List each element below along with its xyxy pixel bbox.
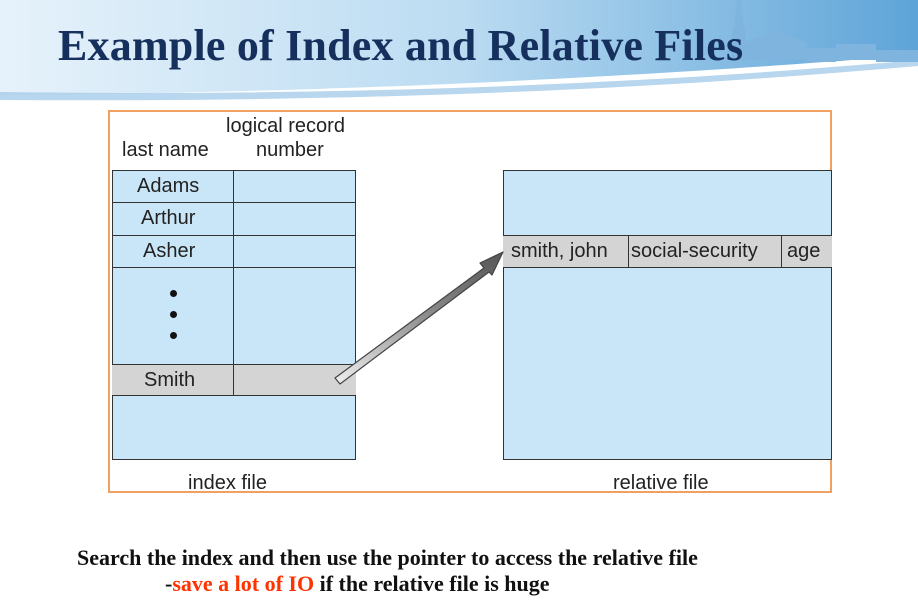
relative-file-caption: relative file — [613, 472, 709, 494]
relative-field-divider — [781, 235, 782, 268]
description-line-1: Search the index and then use the pointe… — [77, 545, 698, 570]
relative-field-social-security: social-security — [631, 240, 758, 262]
index-entry-adams: Adams — [137, 175, 200, 197]
index-entry-smith: Smith — [144, 369, 196, 391]
index-file-caption: index file — [188, 472, 267, 494]
relative-field-divider — [628, 235, 629, 268]
index-entry-arthur: Arthur — [141, 207, 196, 229]
index-header-last-name: last name — [122, 139, 209, 161]
description-dash: - — [165, 571, 173, 596]
church-silhouette-icon — [732, 0, 918, 62]
index-row-smith — [112, 364, 356, 396]
description-highlight: save a lot of IO — [172, 571, 315, 596]
index-entry-asher: Asher — [143, 240, 196, 262]
index-header-number: number — [256, 139, 324, 161]
ellipsis-dot — [170, 332, 177, 339]
ellipsis-dot — [170, 290, 177, 297]
description-line-2: -save a lot of IO if the relative file i… — [165, 571, 550, 597]
description-suffix: if the relative file is huge — [314, 571, 550, 596]
index-row-divider — [112, 267, 356, 268]
index-header-logical-record: logical record — [226, 115, 345, 137]
header-background — [0, 0, 918, 110]
relative-field-age: age — [787, 240, 821, 262]
relative-file-table — [503, 170, 832, 460]
index-column-divider — [233, 170, 234, 396]
relative-record-row — [503, 235, 832, 268]
index-row-divider — [112, 235, 356, 236]
index-file-table — [112, 170, 356, 460]
relative-field-name: smith, john — [511, 240, 608, 262]
slide-title: Example of Index and Relative Files — [58, 21, 744, 70]
index-row-divider — [112, 202, 356, 203]
ellipsis-dot — [170, 311, 177, 318]
